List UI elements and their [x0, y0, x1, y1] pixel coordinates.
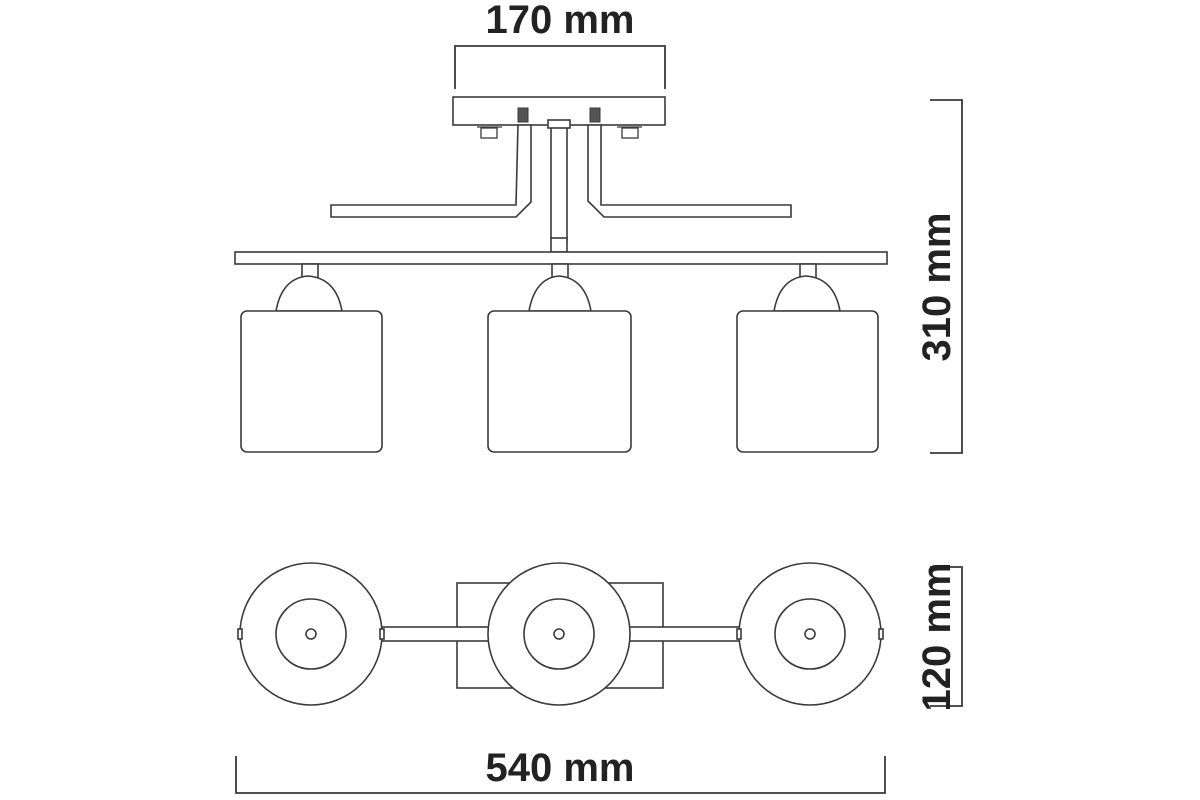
- dimension-depth: 120 mm: [915, 563, 963, 712]
- dimension-bracket-canopy: [454, 45, 666, 89]
- mount-screw-left: [477, 126, 502, 139]
- lamp-shade-right: [736, 263, 879, 453]
- center-rod: [550, 124, 568, 241]
- dimension-label-depth: 120 mm: [915, 563, 959, 712]
- lamp-shade-center: [487, 263, 632, 453]
- dimension-height: 310 mm: [915, 99, 963, 454]
- dimension-bracket-total-width: [235, 756, 886, 794]
- dimension-label-height: 310 mm: [915, 213, 959, 362]
- center-rod-joint: [550, 237, 568, 253]
- mount-screw-right: [617, 126, 642, 139]
- dimension-bracket-depth: [930, 566, 963, 707]
- upper-arm-left: [330, 124, 532, 218]
- top-view: [237, 562, 884, 706]
- dimension-bracket-height: [930, 99, 963, 454]
- dimension-label-canopy-width: 170 mm: [486, 0, 635, 42]
- center-rod-collar: [547, 119, 571, 129]
- canopy-screw-right: [589, 107, 601, 123]
- dimension-label-total-width: 540 mm: [486, 746, 635, 790]
- lamp-shade-left: [240, 263, 383, 453]
- canopy-screw-left: [517, 107, 529, 123]
- lamp-disc-left: [237, 562, 385, 706]
- dimension-canopy-width: 170 mm: [454, 0, 666, 89]
- lamp-bar: [234, 251, 888, 265]
- front-view: [234, 96, 888, 453]
- connector-left: [377, 626, 495, 642]
- dimension-total-width: 540 mm: [235, 746, 886, 794]
- lamp-disc-center: [487, 562, 631, 706]
- upper-arm-right: [587, 124, 792, 218]
- lamp-disc-right: [736, 562, 884, 706]
- connector-right: [627, 626, 745, 642]
